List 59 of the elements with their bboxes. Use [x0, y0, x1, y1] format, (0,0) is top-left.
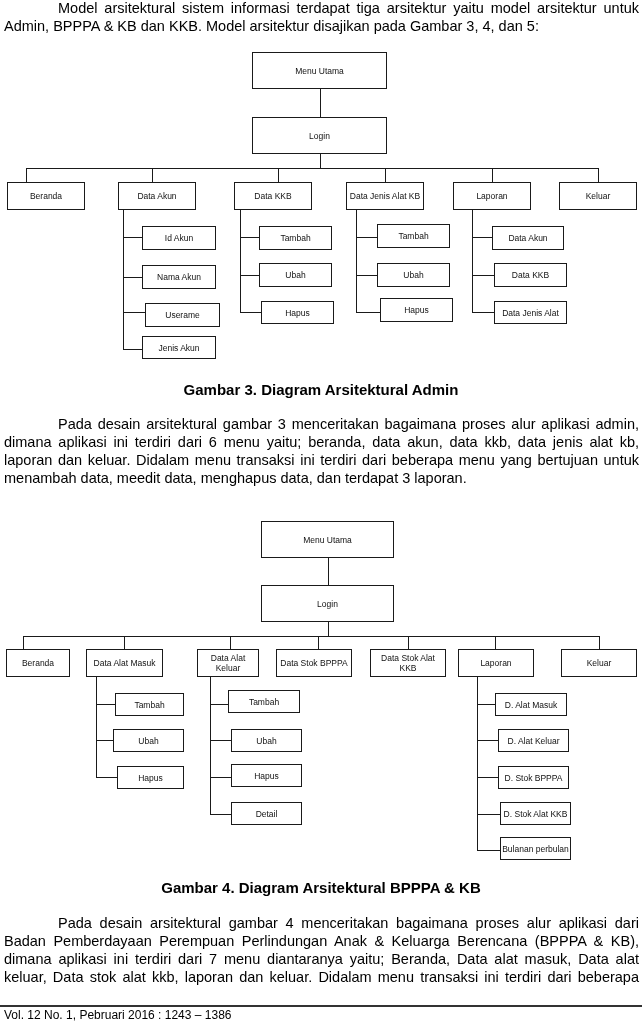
menu-box: Jenis Akun	[142, 336, 216, 359]
connector-line	[123, 209, 143, 350]
menu-box: Ubah	[231, 729, 302, 752]
connector-line	[320, 88, 321, 118]
menu-box: Data Jenis Alat KB	[346, 182, 424, 210]
menu-box: Keluar	[559, 182, 637, 210]
menu-box: Hapus	[261, 301, 334, 324]
menu-box: Beranda	[6, 649, 70, 677]
connector-line	[328, 621, 600, 650]
menu-box: D. Alat Keluar	[498, 729, 569, 752]
menu-box: Hapus	[117, 766, 184, 789]
figure-caption: Gambar 4. Diagram Arsitektural BPPPA & KB	[160, 879, 482, 897]
menu-box: Menu Utama	[252, 52, 387, 89]
connector-line	[96, 676, 118, 778]
menu-box: Data Akun	[118, 182, 196, 210]
body-paragraph: Model arsitektural sistem informasi terdapat tiga arsitektur yaitu model arsitektur untuk Admin, BPPPA & KB dan KKB. Model arsitektur disajikan pada Gambar 3, 4, dan 5:	[4, 0, 639, 35]
menu-box: Data Stok Alat KKB	[370, 649, 446, 677]
connector-line	[472, 209, 495, 313]
menu-box: Data KKB	[494, 263, 567, 287]
menu-box: Data Alat Masuk	[86, 649, 163, 677]
connector-line	[240, 209, 262, 313]
menu-box: Tambah	[377, 224, 450, 248]
connector-line	[320, 153, 599, 183]
menu-box: Laporan	[453, 182, 531, 210]
menu-box: Data Akun	[492, 226, 564, 250]
menu-box: Data KKB	[234, 182, 312, 210]
menu-box: D. Alat Masuk	[495, 693, 567, 716]
body-paragraph: Pada desain arsitektural gambar 3 menceritakan bagaimana proses alur aplikasi admin, dimana aplikasi ini terdiri dari 6 menu yaitu; beranda, data akun, data kkb, data jenis alat kb, laporan dan keluar. Didalam menu transaksi ini terdiri dari beberapa menu yang bertujuan untuk menambah data, meedit data, menghapus data, dan terdapat 3 laporan.	[4, 415, 639, 487]
menu-box: Ubah	[259, 263, 332, 287]
menu-box: Hapus	[380, 298, 453, 322]
body-paragraph: Pada desain arsitektural gambar 4 menceritakan bagaimana proses alur aplikasi dari Badan Pemberdayaan Perempuan Perlindungan Anak & Keluarga Berencana (BPPPA & KB), dimana aplikasi ini terdiri dari 7 menu diantaranya yaitu; Beranda, Data alat masuk, Data alat keluar, Data stok alat kkb, laporan dan keluar. Didalam menu transaksi ini terdiri dari beberapa	[4, 914, 639, 986]
menu-box: Hapus	[231, 764, 302, 787]
figure-caption: Gambar 3. Diagram Arsitektural Admin	[182, 381, 460, 399]
menu-box: Tambah	[228, 690, 300, 713]
menu-box: Beranda	[7, 182, 85, 210]
menu-box: Laporan	[458, 649, 534, 677]
menu-box: Id Akun	[142, 226, 216, 250]
connector-line	[328, 557, 329, 586]
menu-box: Detail	[231, 802, 302, 825]
menu-box: Login	[252, 117, 387, 154]
menu-box: Ubah	[113, 729, 184, 752]
menu-box: Tambah	[115, 693, 184, 716]
menu-box: Data Alat Keluar	[197, 649, 259, 677]
menu-box: D. Stok BPPPA	[498, 766, 569, 789]
footer-text: Vol. 12 No. 1, Pebruari 2016 : 1243 – 1386	[4, 1008, 233, 1022]
menu-box: Bulanan perbulan	[500, 837, 571, 860]
menu-box: Data Stok BPPPA	[276, 649, 352, 677]
menu-box: Nama Akun	[142, 265, 216, 289]
menu-box: Login	[261, 585, 394, 622]
menu-box: Menu Utama	[261, 521, 394, 558]
menu-box: Tambah	[259, 226, 332, 250]
connector-line	[356, 209, 381, 313]
menu-box: Keluar	[561, 649, 637, 677]
menu-box: Userame	[145, 303, 220, 327]
menu-box: D. Stok Alat KKB	[500, 802, 571, 825]
connector-line	[210, 676, 232, 815]
connector-line	[477, 676, 501, 851]
menu-box: Ubah	[377, 263, 450, 287]
menu-box: Data Jenis Alat	[494, 301, 567, 324]
